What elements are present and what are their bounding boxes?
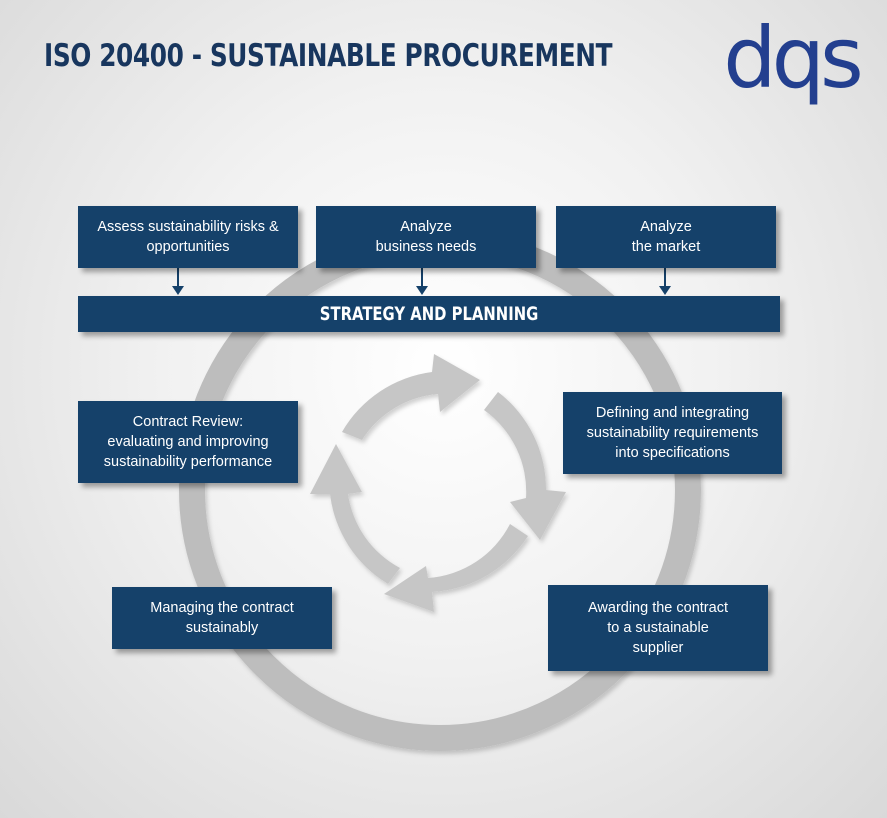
step-analyze-business-needs: Analyze business needs [316,206,536,268]
dqs-logo: dqs [716,16,866,106]
step-analyze-market: Analyze the market [556,206,776,268]
page-title: ISO 20400 - SUSTAINABLE PROCUREMENT [44,38,613,74]
step-assess-risks-label: Assess sustainability risks & opportunit… [97,219,279,255]
step-awarding-contract-label: Awarding the contract to a sustainable s… [588,600,728,656]
cycle-arrow-right [484,392,566,540]
cycle-arrow-top [342,354,480,440]
step-managing-contract: Managing the contract sustainably [112,587,332,649]
step-analyze-market-label: Analyze the market [631,219,701,255]
step-contract-review-label: Contract Review: evaluating and improvin… [103,414,273,470]
step-managing-contract-label: Managing the contract sustainably [150,600,294,636]
step-contract-review: Contract Review: evaluating and improvin… [78,401,298,483]
strategy-planning-label: STRATEGY AND PLANNING [319,303,539,325]
cycle-arrow-bottom [384,524,528,612]
connector-arrowhead-1 [172,286,184,295]
step-assess-risks: Assess sustainability risks & opportunit… [78,206,298,268]
cycle-arrow-left [310,444,400,584]
connector-arrowhead-2 [416,286,428,295]
step-analyze-business-needs-label: Analyze business needs [375,219,477,255]
logo-text: dqs [723,9,863,107]
strategy-planning-bar: STRATEGY AND PLANNING [78,296,780,332]
step-defining-requirements-label: Defining and integrating sustainability … [586,405,759,461]
connector-arrowhead-3 [659,286,671,295]
step-awarding-contract: Awarding the contract to a sustainable s… [548,585,768,671]
inner-cycle-arrows [310,354,566,612]
step-defining-requirements: Defining and integrating sustainability … [563,392,782,474]
connector-arrows [172,268,671,295]
